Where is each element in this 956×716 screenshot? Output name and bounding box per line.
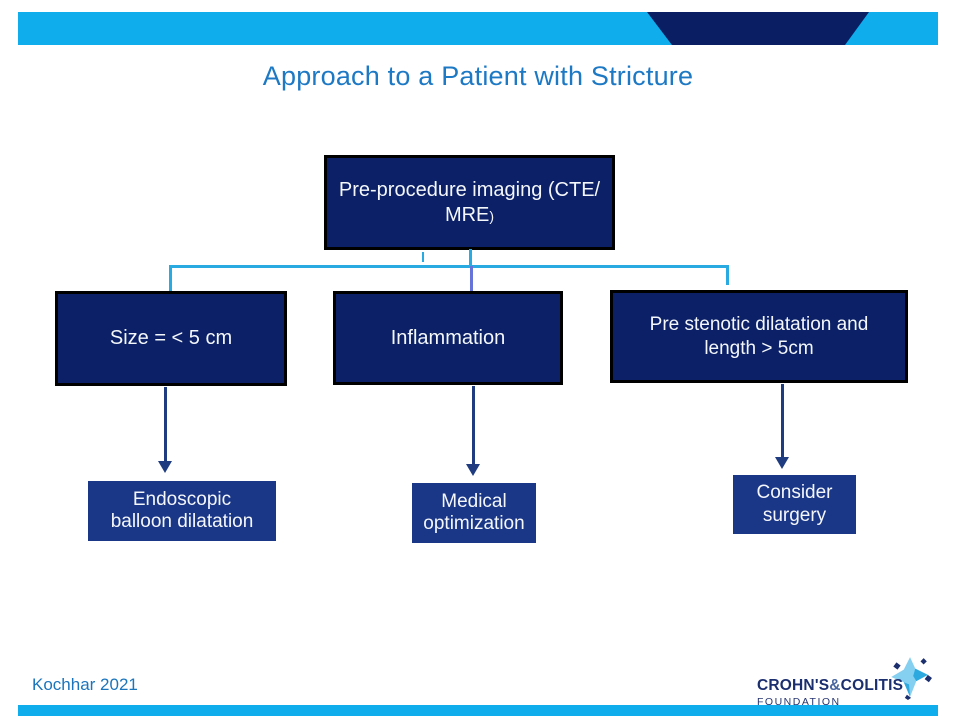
connector-drop-middle <box>470 266 473 291</box>
logo-ampersand: & <box>829 677 841 694</box>
connector-drop-right <box>726 265 729 285</box>
slide-title: Approach to a Patient with Stricture <box>262 61 694 91</box>
bottom-bar <box>18 705 938 716</box>
outcome-medical-line2: optimization <box>423 513 525 534</box>
criterion-inflammation-label: Inflammation <box>390 326 506 349</box>
outcome-box-consider-surgery: Consider surgery <box>733 475 856 534</box>
root-box-line2: MRE) <box>444 203 495 226</box>
outcome-balloon-line2: balloon dilatation <box>110 511 254 532</box>
root-box-line1: Pre-procedure imaging (CTE/ <box>338 179 601 202</box>
connector-horizontal <box>169 265 729 268</box>
foundation-logo: CROHN'S&COLITIS FOUNDATION <box>757 656 937 708</box>
arrow-middle-line <box>472 386 475 466</box>
criterion-box-inflammation: Inflammation <box>333 291 563 385</box>
outcome-surgery-line2: surgery <box>762 504 827 526</box>
criterion-box-prestenotic: Pre stenotic dilatation and length > 5cm <box>610 290 908 383</box>
outcome-surgery-line1: Consider <box>756 482 833 504</box>
outcome-balloon-line1: Endoscopic <box>132 488 232 510</box>
small-paren: ) <box>489 207 495 224</box>
outcome-box-medical-optimization: Medical optimization <box>412 483 536 543</box>
arrow-middle-head-icon <box>466 464 480 476</box>
connector-stub <box>422 252 424 262</box>
logo-star-sparkle-icon <box>891 657 932 700</box>
logo-wordmark: CROHN'S&COLITIS FOUNDATION <box>757 677 903 708</box>
outcome-medical-line1: Medical <box>441 490 507 512</box>
arrow-left-head-icon <box>158 461 172 473</box>
arrow-left-line <box>164 387 167 463</box>
arrow-right-head-icon <box>775 457 789 469</box>
arrow-right-line <box>781 384 784 459</box>
criterion-size-label: Size = < 5 cm <box>109 327 233 350</box>
outcome-box-balloon-dilatation: Endoscopic balloon dilatation <box>88 481 276 541</box>
root-box-pre-procedure-imaging: Pre-procedure imaging (CTE/ MRE) <box>324 155 615 250</box>
connector-root-drop <box>469 249 472 267</box>
criterion-prestenotic-line2: length > 5cm <box>704 337 814 359</box>
citation-text: Kochhar 2021 <box>32 675 138 694</box>
banner-accent-trapezoid <box>647 12 869 45</box>
criterion-box-size: Size = < 5 cm <box>55 291 287 386</box>
top-banner <box>18 12 938 45</box>
criterion-prestenotic-line1: Pre stenotic dilatation and <box>649 314 869 336</box>
logo-name-line: CROHN'S&COLITIS <box>757 677 904 694</box>
connector-drop-left <box>169 265 172 292</box>
